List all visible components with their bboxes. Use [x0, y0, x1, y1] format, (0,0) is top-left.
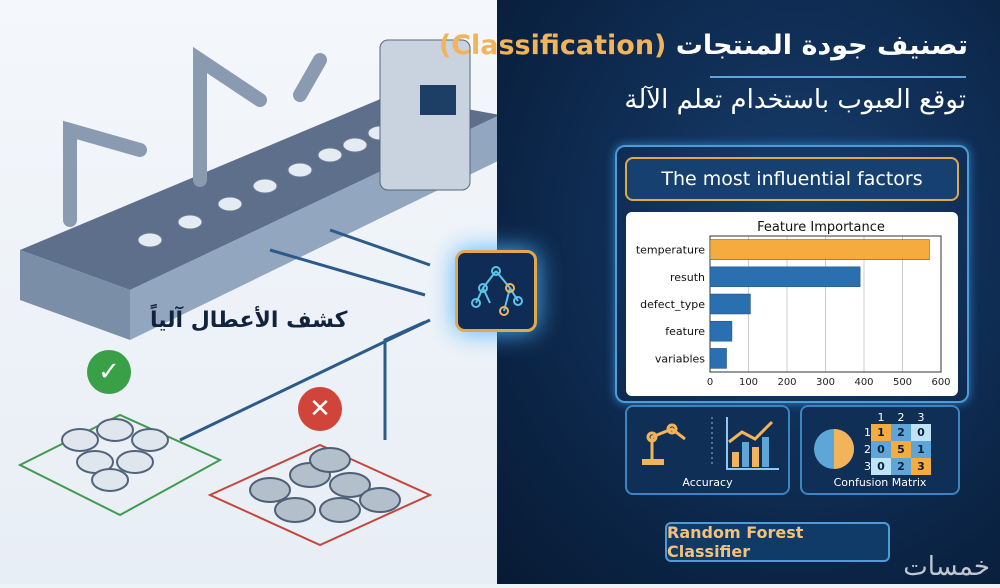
- title-divider: [710, 76, 966, 78]
- matrix-col-header: 2: [897, 411, 905, 424]
- bar-temperature: [709, 239, 930, 260]
- x-tick-label: 500: [893, 377, 912, 388]
- pie-icon: [814, 429, 854, 469]
- bar-feature: [709, 320, 733, 342]
- matrix-row-header: 3: [864, 460, 871, 473]
- bar-resuth: [709, 266, 861, 288]
- confusion-matrix-label: Confusion Matrix: [833, 476, 927, 489]
- x-tick-label: 600: [931, 377, 950, 388]
- matrix-col-header: 1: [877, 411, 885, 424]
- conveyor-robots-illustration: [17, 39, 500, 547]
- matrix-cell: 2: [891, 424, 911, 441]
- matrix-cell: 3: [911, 458, 931, 475]
- watermark-logo: خمسات: [903, 552, 990, 582]
- matrix-col-header: 3: [917, 411, 925, 424]
- y-tick-label: temperature: [636, 244, 705, 257]
- factors-panel: [615, 145, 969, 403]
- matrix-cell: 2: [891, 458, 911, 475]
- random-forest-label: Random Forest Classifier: [665, 522, 890, 562]
- x-icon: ✕: [298, 387, 342, 431]
- robot-arm-growth-chart-icon: [642, 417, 779, 470]
- matrix-cell: 0: [871, 458, 891, 475]
- matrix-cell: 1: [911, 441, 931, 458]
- title-english: (Classification): [438, 30, 667, 61]
- y-tick-label: variables: [655, 352, 705, 365]
- x-tick-label: 300: [816, 377, 835, 388]
- accuracy-label: Accuracy: [682, 476, 733, 489]
- x-tick-label: 100: [739, 377, 758, 388]
- page-title: تصنيف جودة المنتجات (Classification): [439, 30, 968, 61]
- auto-fault-detection-label: كشف الأعطال آلياً: [150, 308, 348, 333]
- matrix-cell: 1: [871, 424, 891, 441]
- y-tick-label: defect_type: [640, 298, 705, 311]
- chart-svg: Feature Importance 0 100 200 300 400 500 600 tem…: [636, 220, 951, 388]
- matrix-cell: 5: [891, 441, 911, 458]
- bar-variables: [709, 348, 727, 369]
- x-tick-label: 400: [854, 377, 873, 388]
- matrix-row-header: 2: [864, 443, 871, 456]
- bar-defect_type: [709, 293, 751, 315]
- feature-importance-chart: Feature Importance 0 100 200 300 400 500 600 tem…: [626, 212, 958, 396]
- check-icon: ✓: [87, 350, 131, 394]
- y-tick-label: feature: [665, 325, 705, 338]
- factors-header: The most influential factors: [625, 157, 959, 201]
- matrix-cell: 0: [871, 441, 891, 458]
- matrix-cell: 0: [911, 424, 931, 441]
- y-tick-label: resuth: [670, 271, 705, 284]
- matrix-row-header: 1: [864, 426, 871, 439]
- page-subtitle: توقع العيوب باستخدام تعلم الآلة: [624, 85, 966, 115]
- ml-chip-decision-tree-icon: [455, 250, 537, 332]
- x-tick-label: 0: [707, 377, 713, 388]
- accuracy-card: Accuracy: [625, 405, 790, 495]
- title-arabic: تصنيف جودة المنتجات: [675, 30, 968, 61]
- chart-title: Feature Importance: [757, 220, 885, 235]
- factory-illustration: كشف الأعطال آلياً ✓ ✕: [0, 0, 500, 584]
- x-tick-label: 200: [777, 377, 796, 388]
